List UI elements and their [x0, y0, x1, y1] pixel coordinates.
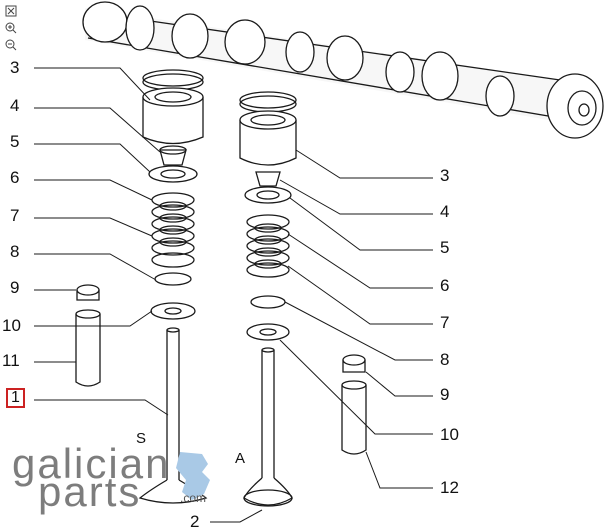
fit-page-icon[interactable] [4, 4, 18, 18]
watermark-logo: galician parts .com [12, 440, 212, 518]
callout-10-left[interactable]: 10 [2, 316, 21, 335]
leader-lines [34, 67, 433, 523]
watermark-suffix: .com [180, 491, 207, 505]
watermark-line2: parts [38, 468, 142, 515]
callout-4-right[interactable]: 4 [440, 202, 450, 221]
callout-9-right[interactable]: 9 [440, 385, 450, 404]
view-label-a: A [235, 450, 246, 467]
camshaft [82, 1, 604, 139]
callout-12-right[interactable]: 12 [440, 478, 459, 497]
callout-7-left[interactable]: 7 [10, 206, 20, 225]
callout-2-bottom[interactable]: 2 [190, 512, 200, 531]
zoom-out-icon[interactable] [4, 38, 18, 52]
callout-5-left[interactable]: 5 [10, 132, 20, 151]
callout-3-left[interactable]: 3 [10, 58, 20, 77]
callout-9-left[interactable]: 9 [10, 278, 20, 297]
callout-5-right[interactable]: 5 [440, 238, 450, 257]
callout-1-selected[interactable]: 1 [6, 388, 25, 408]
callout-8-left[interactable]: 8 [10, 242, 20, 261]
viewer-toolbar [4, 4, 20, 55]
callout-7-right[interactable]: 7 [440, 313, 450, 332]
callout-6-right[interactable]: 6 [440, 276, 450, 295]
zoom-in-icon[interactable] [4, 21, 18, 35]
watermark-line1: galician [12, 440, 171, 487]
left-valve-assembly [75, 69, 208, 504]
view-label-s: S [136, 430, 147, 447]
callout-4-left[interactable]: 4 [10, 96, 20, 115]
callout-8-right[interactable]: 8 [440, 350, 450, 369]
callout-3-right[interactable]: 3 [440, 166, 450, 185]
galicia-map-icon [176, 452, 210, 500]
callout-10-right[interactable]: 10 [440, 425, 459, 444]
callout-6-left[interactable]: 6 [10, 168, 20, 187]
callout-11-left[interactable]: 11 [2, 351, 20, 370]
